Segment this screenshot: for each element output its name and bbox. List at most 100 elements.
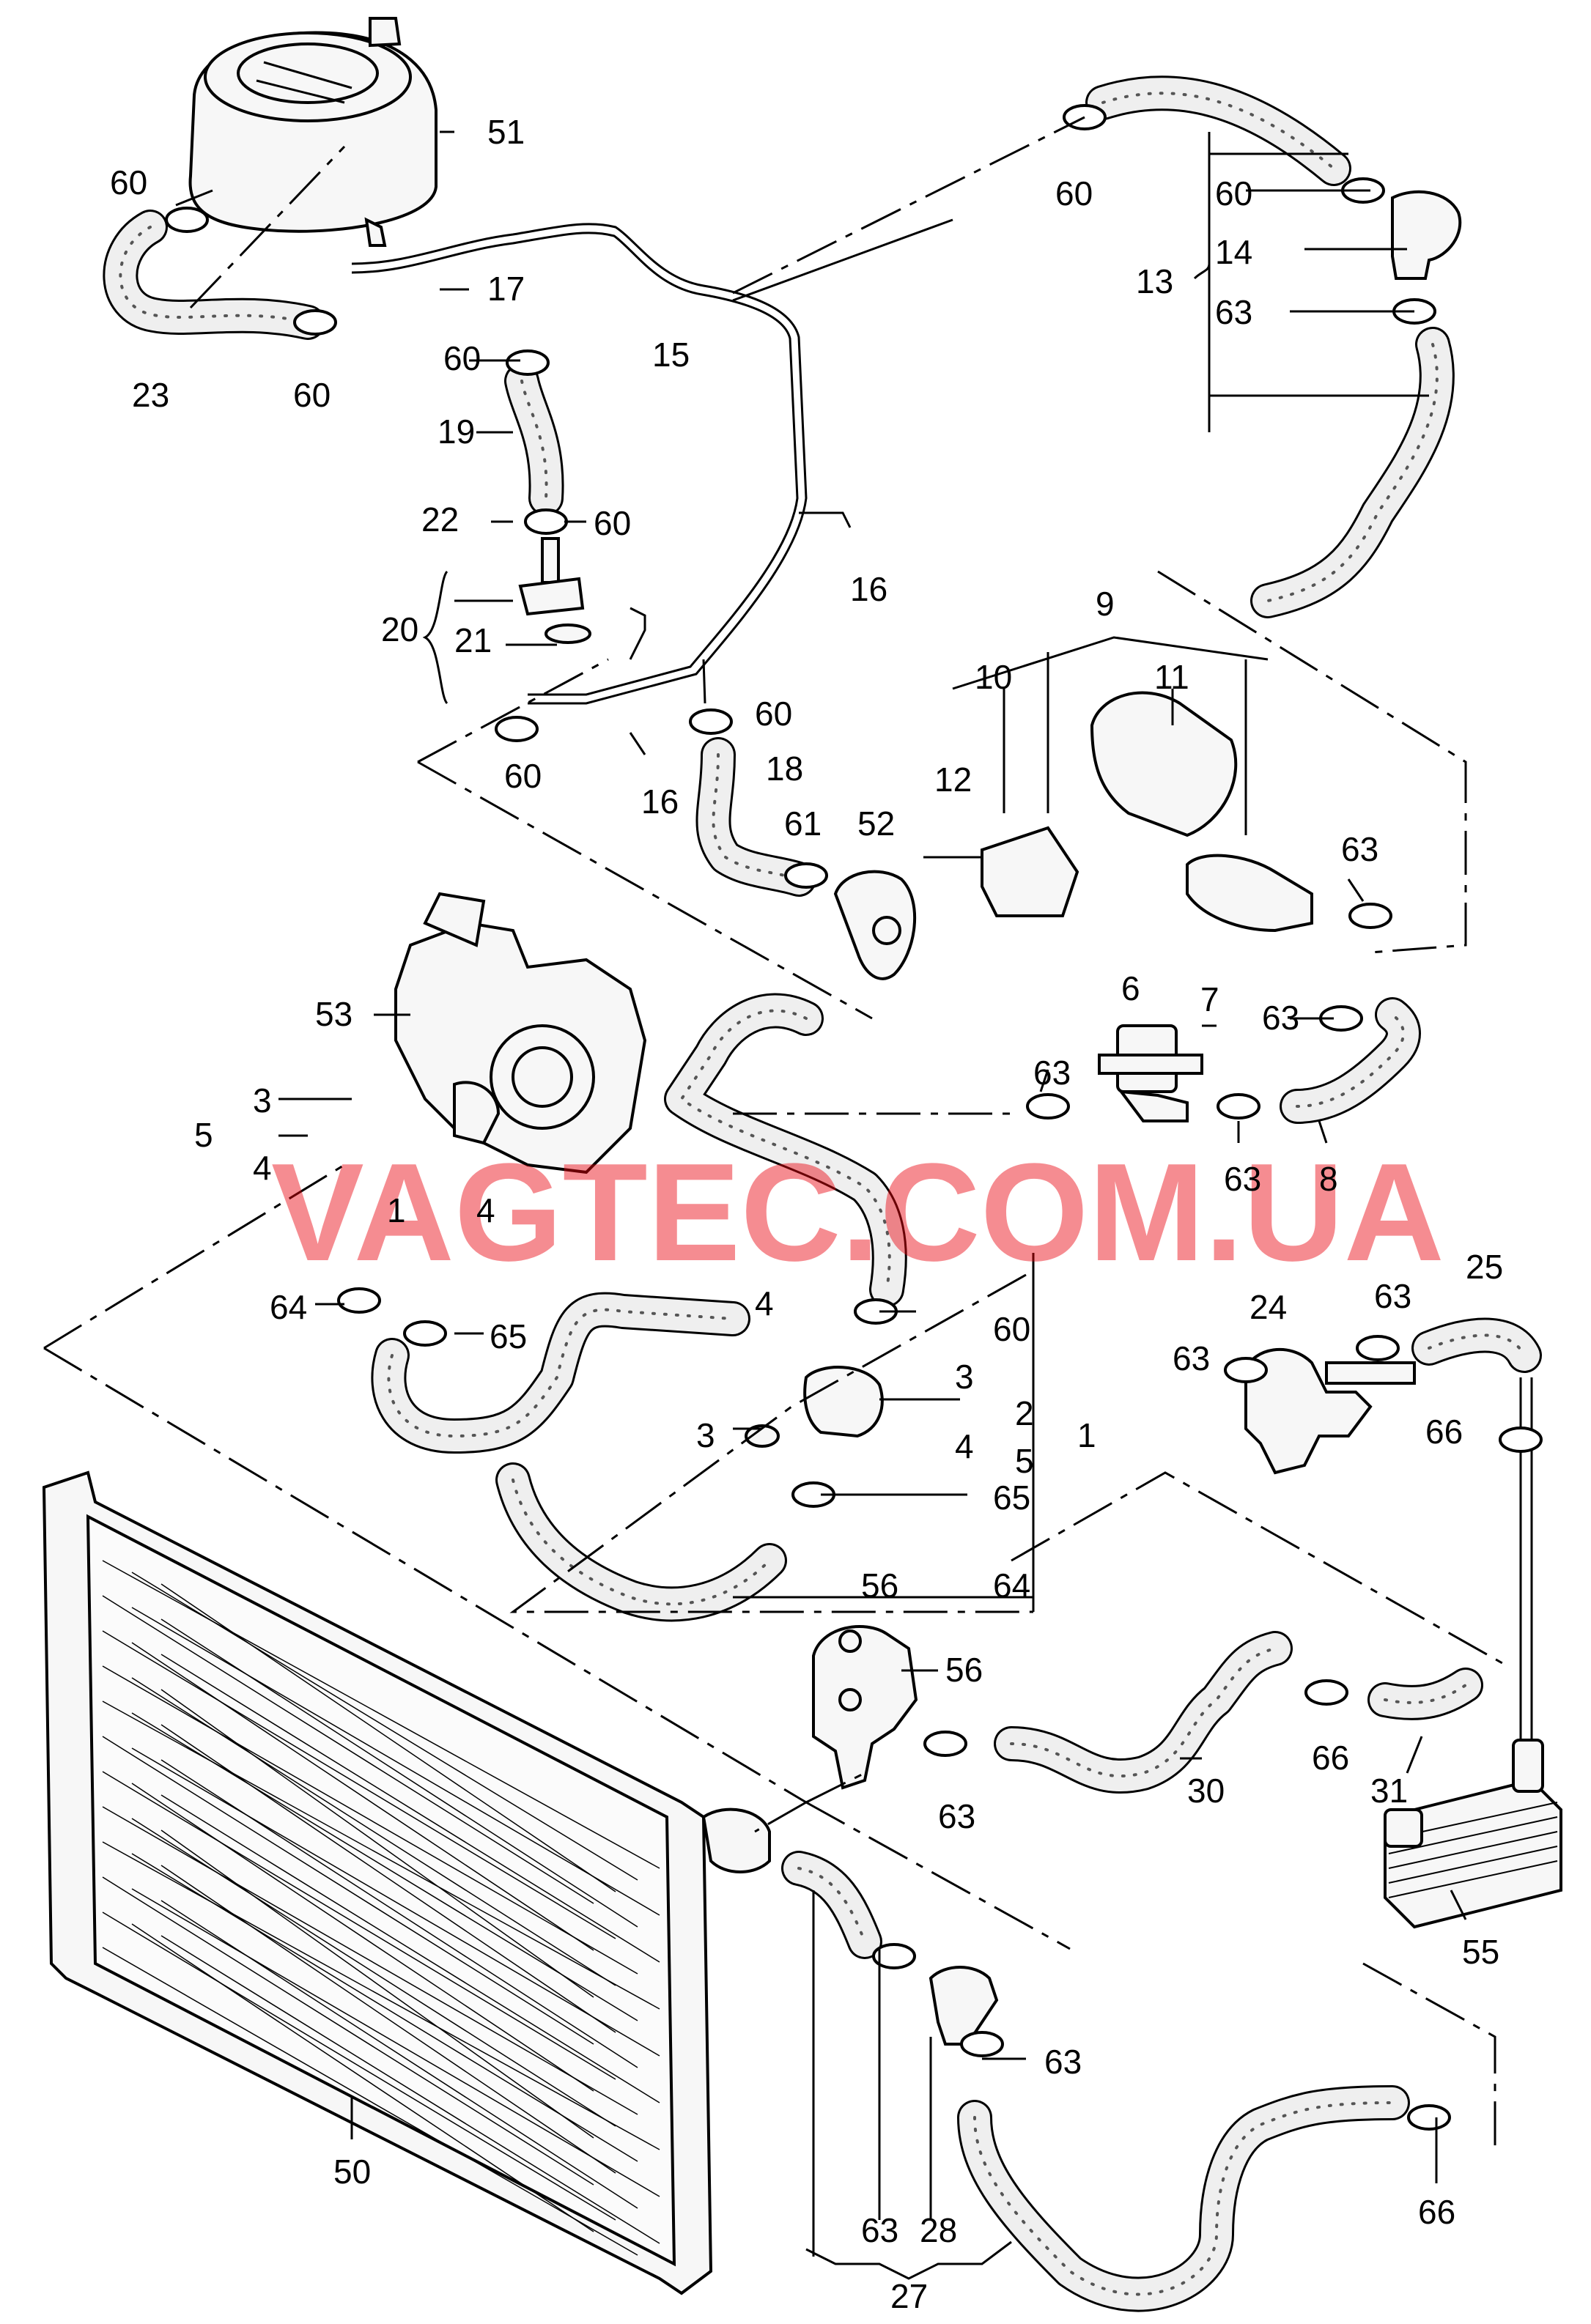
callout-60: 60 (1215, 174, 1252, 212)
callout-60: 60 (594, 504, 631, 542)
hose-clamp (1356, 1335, 1400, 1361)
callout-63: 63 (938, 1797, 975, 1835)
hose-clamp (506, 349, 550, 376)
callout-60: 60 (293, 376, 331, 414)
callout-61: 61 (784, 804, 822, 843)
hose-clamps (165, 104, 1543, 2131)
sensor-housing-20 (518, 537, 591, 644)
callout-56: 56 (945, 1651, 983, 1689)
hose-23 (103, 210, 325, 340)
callout-4: 4 (755, 1284, 774, 1322)
callout-63: 63 (1033, 1054, 1071, 1092)
radiator-fin-line (102, 1595, 594, 1904)
hose-connector-upper (664, 993, 907, 1307)
connector-2 (745, 1366, 884, 1448)
callout-60: 60 (993, 1310, 1030, 1348)
callout-1: 1 (387, 1191, 406, 1229)
callout-labels: 51 60 23 60 17 15 60 19 22 60 20 21 16 6… (110, 113, 1503, 2315)
hose-31 (1367, 1668, 1483, 1720)
callout-5: 5 (194, 1116, 213, 1154)
watermark: VAGTEC.COM.UA (271, 1135, 1444, 1290)
radiator-fin-line (131, 1888, 660, 2197)
valve-52 (833, 870, 917, 980)
hose-clamp (960, 2031, 1004, 2057)
callout-28: 28 (920, 2211, 957, 2249)
pump-24 (1244, 1347, 1416, 1475)
radiator-fin-line (131, 1853, 638, 2162)
callout-56: 56 (861, 1566, 898, 1605)
radiator-fin-line (160, 1654, 660, 1963)
radiator-fin-line (160, 1724, 616, 2033)
callout-60: 60 (755, 695, 792, 733)
pump-assembly-9 (981, 691, 1313, 933)
callout-63: 63 (1374, 1277, 1411, 1315)
callout-50: 50 (333, 2153, 371, 2191)
radiator-fin-line (102, 1947, 638, 2256)
hose-clamp (1499, 1426, 1543, 1453)
radiator-fin-line (102, 1665, 638, 1975)
callout-16: 16 (641, 782, 679, 821)
radiator-fin-line (131, 1923, 594, 2232)
callout-11: 11 (1154, 658, 1189, 696)
radiator-fin-line (160, 1865, 616, 2174)
radiator-fins (102, 1560, 660, 2256)
radiator-fin-line (160, 1689, 594, 1998)
hose-lower-left (371, 1292, 787, 1622)
hose-clamp (293, 309, 337, 336)
callout-63: 63 (1044, 2043, 1082, 2081)
hose-clamp (1217, 1093, 1260, 1120)
callout-7: 7 (1200, 980, 1219, 1018)
callout-27: 27 (890, 2277, 928, 2315)
hose-clamp (1224, 1357, 1268, 1383)
hose-clamp (337, 1287, 381, 1314)
callout-6: 6 (1121, 969, 1140, 1007)
callout-19: 19 (438, 412, 475, 451)
radiator-fin-line (102, 1841, 660, 2150)
hose-clamp (1348, 903, 1392, 929)
callout-20: 20 (381, 610, 418, 648)
callout-14: 14 (1215, 233, 1252, 271)
callout-15: 15 (652, 336, 690, 374)
callout-30: 30 (1187, 1772, 1225, 1810)
radiator-fin-line (131, 1642, 594, 1951)
radiator-fin-line (131, 1607, 660, 1916)
callout-17: 17 (487, 270, 525, 308)
callout-60: 60 (110, 163, 147, 201)
callout-10: 10 (975, 658, 1012, 696)
callout-23: 23 (132, 376, 169, 414)
radiator-fin-line (102, 1736, 594, 2045)
callout-2: 2 (1015, 1394, 1034, 1432)
oil-cooler-55 (1384, 1739, 1562, 1929)
hose-27 (781, 1851, 1410, 2312)
radiator-fin-line (102, 1806, 638, 2115)
callout-64: 64 (993, 1566, 1030, 1605)
radiator-fin-line (160, 1759, 638, 2068)
thermostat-housing-53 (394, 892, 647, 1174)
callout-65: 65 (490, 1317, 527, 1355)
callout-8: 8 (1319, 1160, 1338, 1198)
callout-31: 31 (1370, 1772, 1408, 1810)
radiator-fin-line (131, 1818, 616, 2127)
callout-55: 55 (1462, 1933, 1499, 1971)
callout-21: 21 (454, 621, 492, 659)
hose-8 (1280, 997, 1421, 1124)
callout-4: 4 (476, 1191, 495, 1229)
radiator-fin-line (102, 1912, 616, 2221)
radiator-fin-line (131, 1677, 616, 1986)
hose-clamp (1407, 2104, 1451, 2131)
radiator-fin-line (160, 1935, 660, 2244)
callout-24: 24 (1249, 1288, 1287, 1326)
callout-64: 64 (270, 1288, 307, 1326)
callout-25: 25 (1466, 1248, 1503, 1286)
callout-1: 1 (1077, 1416, 1096, 1454)
hose-clamp (689, 708, 733, 735)
valve-56 (812, 1625, 918, 1790)
callout-4: 4 (253, 1149, 272, 1187)
callout-16: 16 (850, 570, 887, 608)
callout-63: 63 (1262, 999, 1299, 1037)
hose-13 (1085, 75, 1462, 618)
callout-13: 13 (1136, 262, 1173, 300)
callout-60: 60 (443, 339, 481, 377)
